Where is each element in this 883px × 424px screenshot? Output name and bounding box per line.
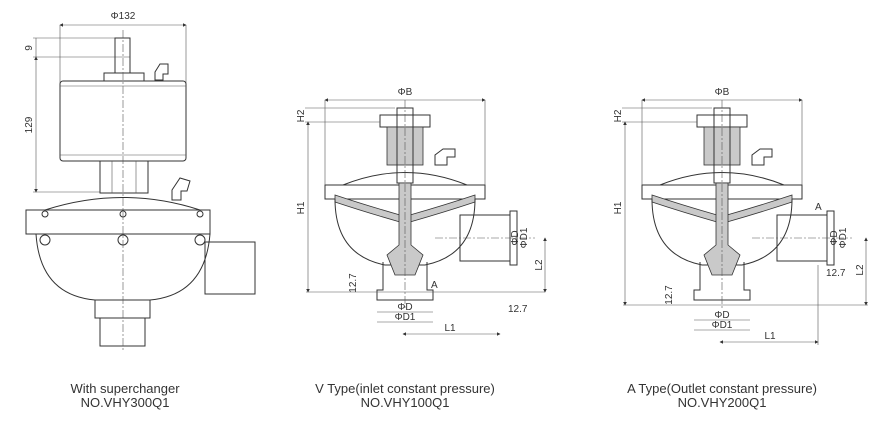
dim-flange-left: 12.7 [664, 285, 675, 305]
dim-diameter: ΦB [398, 87, 413, 98]
dim-l2: L2 [534, 259, 545, 271]
dim-side-d1: ΦD1 [838, 227, 849, 248]
dim-a: A [815, 202, 822, 213]
dim-side-d: ΦD [510, 230, 521, 245]
dim-d1: ΦD1 [395, 312, 416, 323]
drawing-superchanger: Φ132 9 129 [24, 11, 256, 350]
model-superchanger: NO.VHY300Q1 [81, 395, 170, 410]
caption-a-type: A Type(Outlet constant pressure) [627, 381, 817, 396]
dim-h2: H2 [613, 109, 624, 122]
dim-d: ΦD [714, 310, 729, 321]
caption-superchanger: With superchanger [70, 381, 180, 396]
dim-side-d: ΦD [829, 230, 840, 245]
caption-v-type: V Type(inlet constant pressure) [315, 381, 495, 396]
dim-h2: H2 [296, 109, 307, 122]
dim-h1: H1 [613, 201, 624, 214]
dim-flange-right: 12.7 [826, 268, 846, 279]
dim-diameter: ΦB [715, 87, 730, 98]
dim-l2: L2 [855, 264, 866, 276]
dim-diameter: Φ132 [111, 11, 136, 22]
dim-side-d1: ΦD1 [519, 227, 530, 248]
dim-height: 129 [24, 116, 35, 133]
dim-top: 9 [24, 45, 35, 51]
dim-l1: L1 [444, 323, 456, 334]
dim-flange-right: 12.7 [508, 304, 528, 315]
drawing-v-type: ΦB H2 H1 12.7 A ΦD ΦD1 L1 12.7 ΦD ΦD1 L2 [296, 87, 547, 336]
dim-h1: H1 [296, 201, 307, 214]
model-a-type: NO.VHY200Q1 [678, 395, 767, 410]
dim-d1: ΦD1 [712, 320, 733, 331]
dim-a: A [431, 280, 438, 291]
drawing-a-type: ΦB H2 H1 12.7 A ΦD ΦD1 L1 12.7 ΦD ΦD1 L2 [613, 87, 868, 345]
dim-l1: L1 [764, 331, 776, 342]
dim-d: ΦD [397, 302, 412, 313]
model-v-type: NO.VHY100Q1 [361, 395, 450, 410]
dim-flange-left: 12.7 [348, 273, 359, 293]
